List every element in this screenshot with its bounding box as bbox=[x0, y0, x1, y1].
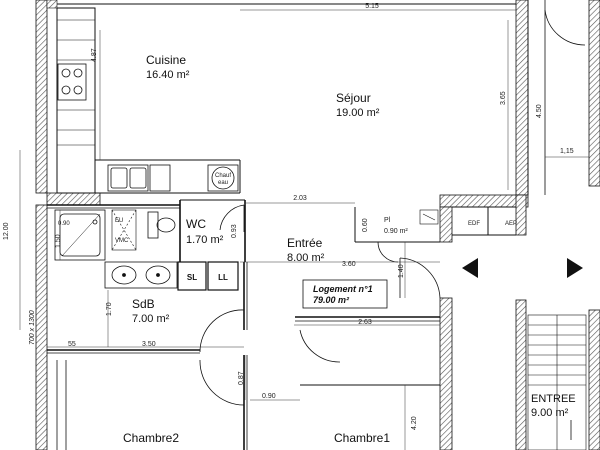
room-entree-area: 8.00 m² bbox=[287, 252, 325, 264]
logement-area: 79.00 m² bbox=[313, 295, 350, 305]
bedroom1-door bbox=[299, 329, 341, 363]
dim-0-93: 0.93 bbox=[231, 224, 238, 238]
dim-55: 55 bbox=[68, 341, 76, 348]
wall-far-right-top bbox=[588, 0, 600, 187]
room-chambre2-name: Chambre2 bbox=[123, 431, 179, 445]
eu-vmc-box bbox=[111, 209, 137, 251]
wall-stair-left bbox=[515, 299, 527, 450]
room-entree-hall-area: 9.00 m² bbox=[531, 407, 569, 419]
cupboard-fixture bbox=[419, 209, 439, 225]
room-sdb-area: 7.00 m² bbox=[132, 313, 170, 325]
vanity-icon bbox=[104, 261, 178, 289]
dim-12-00: 12.00 bbox=[3, 222, 10, 240]
dimension-lines bbox=[19, 9, 589, 450]
dim-1-40: 1.40 bbox=[398, 264, 405, 278]
water-heater-label-2: eau bbox=[218, 180, 228, 186]
room-wc-name: WC bbox=[186, 217, 206, 231]
doors bbox=[199, 9, 586, 406]
kitchen-counter bbox=[56, 7, 241, 194]
aep-label: AEP bbox=[505, 221, 517, 227]
dim-3-65: 3.65 bbox=[500, 91, 507, 105]
vmc-label: VMC bbox=[115, 238, 129, 244]
dim-0-87: 0.87 bbox=[238, 371, 245, 385]
logement-box: Logement n°1 79.00 m² bbox=[302, 279, 388, 309]
bathtub-icon bbox=[54, 209, 106, 261]
bedroom2-door bbox=[199, 359, 245, 406]
room-cuisine-name: Cuisine bbox=[146, 53, 186, 67]
dim-4-87: 4.87 bbox=[91, 48, 98, 62]
wall-top-left bbox=[46, 0, 58, 9]
dim-2-63: 2.63 bbox=[358, 319, 372, 326]
staircase bbox=[527, 314, 587, 450]
partitions bbox=[47, 0, 546, 450]
stove-icon bbox=[57, 63, 87, 101]
room-pl-name: Pl bbox=[384, 217, 391, 224]
wc-door bbox=[219, 204, 245, 231]
eu-label: EU bbox=[115, 218, 123, 224]
entrance-door bbox=[399, 257, 441, 299]
dryer-box bbox=[177, 261, 207, 291]
room-sejour-area: 19.00 m² bbox=[336, 107, 380, 119]
wall-far-right-bottom bbox=[588, 309, 600, 450]
dim-1-50: 1.50 bbox=[55, 234, 62, 248]
walls bbox=[35, 0, 600, 450]
room-entree-hall-name: ENTREE bbox=[531, 393, 576, 405]
toilet-icon bbox=[147, 211, 176, 239]
dim-0-60: 0.60 bbox=[362, 218, 369, 232]
wall-meters-right bbox=[515, 194, 527, 236]
ll-label: LL bbox=[218, 273, 228, 282]
room-pl-area: 0.90 m² bbox=[384, 228, 408, 235]
dim-1-15: 1,15 bbox=[560, 148, 574, 155]
sl-label: SL bbox=[187, 273, 197, 282]
dim-0-90: 0.90 bbox=[262, 393, 276, 400]
room-entree-name: Entrée bbox=[287, 236, 323, 250]
water-heater-label-1: Chauf bbox=[215, 173, 231, 179]
room-sdb-name: SdB bbox=[132, 297, 155, 311]
bathroom-door bbox=[199, 309, 245, 353]
room-wc-area: 1.70 m² bbox=[186, 234, 224, 246]
wall-kitchen-bottom-left bbox=[46, 192, 101, 206]
dim-3-50: 3.50 bbox=[142, 341, 156, 348]
shower-size-label: 0.90 bbox=[58, 221, 70, 227]
room-cuisine-area: 16.40 m² bbox=[146, 69, 190, 81]
logement-label: Logement n°1 bbox=[313, 284, 373, 294]
dim-700x1300: 700 x 1300 bbox=[29, 310, 36, 345]
washer-box bbox=[207, 261, 239, 291]
dim-4-50: 4.50 bbox=[536, 104, 543, 118]
dim-2-03: 2.03 bbox=[293, 195, 307, 202]
dim-1-70: 1.70 bbox=[106, 302, 113, 316]
wall-pl-right bbox=[439, 206, 453, 243]
wall-sejour-right bbox=[515, 0, 529, 196]
edf-label: EDF bbox=[468, 221, 480, 227]
dim-5-15: 5.15 bbox=[365, 3, 379, 10]
wall-left-upper bbox=[35, 0, 48, 194]
appliances: SL LL bbox=[177, 261, 239, 291]
arrow-left-icon bbox=[462, 258, 478, 278]
wall-pl-top bbox=[439, 194, 529, 208]
water-heater-icon: Chauf eau bbox=[207, 164, 239, 192]
stair-door bbox=[544, 9, 586, 46]
pl-door bbox=[377, 241, 399, 263]
room-sejour-name: Séjour bbox=[336, 91, 371, 105]
wall-bedroom1-right bbox=[439, 297, 453, 450]
room-chambre1-name: Chambre1 bbox=[334, 431, 390, 445]
kitchen-sink-icon bbox=[107, 164, 171, 192]
arrow-right-icon bbox=[567, 258, 583, 278]
dim-4-20: 4.20 bbox=[411, 416, 418, 430]
wall-left-lower bbox=[35, 204, 48, 450]
dim-3-60: 3.60 bbox=[342, 261, 356, 268]
